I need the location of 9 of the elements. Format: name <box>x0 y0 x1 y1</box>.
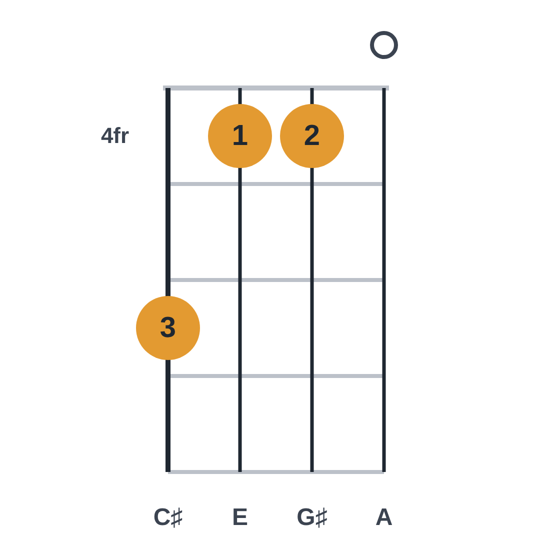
finger-number: 1 <box>232 122 248 150</box>
string-name: A <box>375 506 393 530</box>
string-name: E <box>232 506 248 530</box>
fret-number: 4fr <box>100 125 130 147</box>
open-string-icon <box>370 31 398 59</box>
string-name: C♯ <box>153 506 183 530</box>
string-name: G♯ <box>296 506 328 530</box>
finger-number: 2 <box>304 122 320 150</box>
finger-number: 3 <box>160 314 176 342</box>
